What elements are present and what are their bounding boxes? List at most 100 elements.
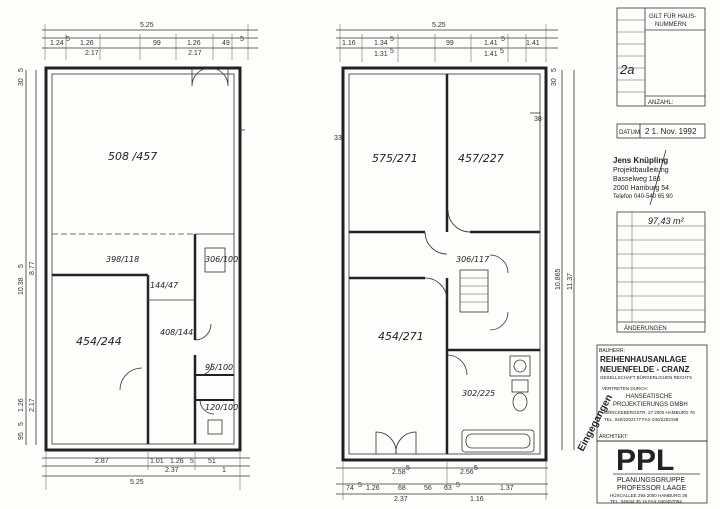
right-bottom-dim: 74 bbox=[346, 485, 354, 492]
builder-line: VERTRETEN DURCH: bbox=[602, 386, 648, 391]
validity-label: GILT FÜR HAUS- bbox=[649, 13, 696, 20]
right-top-dim: 5 bbox=[501, 36, 505, 43]
project-label: BAUHERR: bbox=[599, 348, 625, 354]
right-bottom-dim: 56 bbox=[424, 485, 432, 492]
left-top-subdim: 2.17 bbox=[188, 50, 202, 57]
project-sub: GESELLSCHAFT BÜRGERLICHEN RECHTS bbox=[600, 374, 692, 380]
left-side-dim: 5 bbox=[18, 68, 25, 72]
room-label: 302/225 bbox=[462, 389, 495, 398]
right-top-dim: 99 bbox=[446, 40, 454, 47]
right-side-dim: 30 bbox=[551, 78, 558, 86]
right-top-dim: 1.41 bbox=[484, 40, 498, 47]
left-side-dim: 10.38 bbox=[18, 277, 25, 295]
room-label: 398/118 bbox=[106, 255, 139, 264]
right-side-dim: 10.865 bbox=[555, 268, 562, 290]
left-top-dim: 5 bbox=[240, 36, 244, 43]
left-side-dim: 5 bbox=[18, 264, 25, 268]
stamp-line: 2000 Hamburg 54 bbox=[613, 185, 669, 192]
left-floor-plan: 5.25 1.24 5 1.26 99 1.26 49 5 2.17 2.17 … bbox=[18, 22, 258, 490]
left-bottom-dim: 5.25 bbox=[130, 479, 144, 486]
stamp-name: Jens Knüpling bbox=[613, 156, 668, 165]
right-floor-plan: 5.25 1.16 1.34 5 99 1.41 5 1.41 1.31 5 1… bbox=[334, 22, 575, 503]
architect-label: ARCHITEKT: bbox=[599, 434, 628, 440]
right-side-dim: 5 bbox=[551, 68, 558, 72]
right-top-total: 5.25 bbox=[432, 22, 446, 29]
received-stamp: Eingegangen bbox=[576, 393, 615, 454]
count-label: ANZAHL: bbox=[648, 100, 674, 106]
changes-label: ÄNDERUNGEN bbox=[624, 325, 667, 332]
left-side-dim: 2.17 bbox=[29, 398, 36, 412]
left-top-dim: 49 bbox=[222, 40, 230, 47]
right-bottom-dim: 1.16 bbox=[470, 496, 484, 503]
builder-line: TEL. 040/2202177 FAX 040/2202198 bbox=[604, 417, 679, 422]
left-bottom-dim: 1.01 bbox=[150, 458, 164, 465]
project-title: REIHENHAUSANLAGE bbox=[600, 355, 687, 364]
left-bottom-dim: 1 bbox=[222, 467, 226, 474]
firm-line: PROFESSOR LAAGE bbox=[617, 485, 687, 492]
right-top-subdim: 1.31 bbox=[374, 51, 388, 58]
left-side-dim: 30 bbox=[18, 78, 25, 86]
right-top-subdim: 5 bbox=[500, 48, 504, 55]
right-top-subdim: 5 bbox=[390, 48, 394, 55]
right-top-dim: 1.41 bbox=[526, 40, 540, 47]
signature-mark bbox=[649, 149, 667, 206]
date-label: DATUM bbox=[619, 130, 640, 136]
right-bottom-dim: 2.37 bbox=[394, 496, 408, 503]
right-bottom-dim: 5 bbox=[456, 482, 460, 489]
room-label: 508 /457 bbox=[108, 150, 157, 163]
left-bottom-dim: 1.26 bbox=[170, 458, 184, 465]
right-bottom-dim: 5 bbox=[406, 465, 410, 472]
left-bottom-dim: 51 bbox=[208, 458, 216, 465]
right-bottom-dim: 2.56 bbox=[460, 469, 474, 476]
room-label: 120/100 bbox=[205, 403, 238, 412]
svg-text:38: 38 bbox=[534, 116, 542, 123]
left-top-dim: 5 bbox=[66, 36, 70, 43]
right-side-dim: 11.37 bbox=[567, 273, 574, 290]
right-bottom-dim: 1.37 bbox=[500, 485, 514, 492]
right-bottom-dim: 5 bbox=[358, 482, 362, 489]
validity-label: NUMMERN bbox=[655, 22, 686, 28]
left-side-dim: 5 bbox=[18, 422, 25, 426]
project-title: NEUENFELDE - CRANZ bbox=[600, 365, 689, 374]
area-note: 97,43 m² bbox=[648, 216, 685, 226]
firm-line: PLANUNGSGRUPPE bbox=[617, 477, 685, 484]
left-top-dim: 1.26 bbox=[187, 40, 201, 47]
firm-logo: PPL bbox=[616, 444, 674, 477]
left-top-dim: 1.24 bbox=[50, 40, 64, 47]
right-top-dim: 1.16 bbox=[342, 40, 356, 47]
title-block: GILT FÜR HAUS- NUMMERN 2a ANZAHL: DATUM … bbox=[576, 7, 708, 504]
date-value: 2 1. Nov. 1992 bbox=[645, 127, 697, 136]
left-bottom-dim: 2.37 bbox=[165, 467, 179, 474]
left-side-dim: 1.26 bbox=[18, 398, 25, 412]
right-bottom-dim: 68 bbox=[398, 485, 406, 492]
right-bottom-dim: 2.58 bbox=[392, 469, 406, 476]
right-bottom-dim: 63 bbox=[444, 485, 452, 492]
room-label: 306/100 bbox=[205, 255, 238, 264]
room-label: 144/47 bbox=[150, 281, 179, 290]
left-side-dim: 95 bbox=[18, 432, 25, 440]
right-side-dim: 33 bbox=[334, 135, 342, 142]
left-bottom-dim: 5 bbox=[190, 458, 194, 465]
stamp-line: Telefon 040-540 65 90 bbox=[613, 194, 673, 200]
right-top-dim: 1.34 bbox=[374, 40, 388, 47]
left-top-dim: 1.26 bbox=[80, 40, 94, 47]
left-top-dim: 99 bbox=[153, 40, 161, 47]
left-top-total: 5.25 bbox=[140, 22, 154, 29]
room-label: 454/244 bbox=[76, 335, 122, 348]
room-label: 454/271 bbox=[378, 330, 424, 343]
left-top-subdim: 2.17 bbox=[85, 50, 99, 57]
room-label: 306/117 bbox=[456, 255, 490, 264]
room-label: 575/271 bbox=[372, 152, 418, 165]
stamp-line: Projektbaulleitung bbox=[613, 167, 669, 174]
right-bottom-dim: 1.26 bbox=[366, 485, 380, 492]
room-label: 95/100 bbox=[205, 363, 233, 372]
left-bottom-dim: 2.87 bbox=[95, 458, 109, 465]
left-side-dim: 8.77 bbox=[29, 261, 36, 275]
firm-line: HÜXCALLEE 29a 2000 HAMBURG 36 bbox=[610, 492, 688, 498]
room-label: 457/227 bbox=[458, 152, 504, 165]
right-bottom-dim: 5 bbox=[474, 465, 478, 472]
right-top-dim: 5 bbox=[390, 36, 394, 43]
firm-line: TEL. 040/44 35 15 FAX 040/457094 bbox=[610, 499, 682, 504]
